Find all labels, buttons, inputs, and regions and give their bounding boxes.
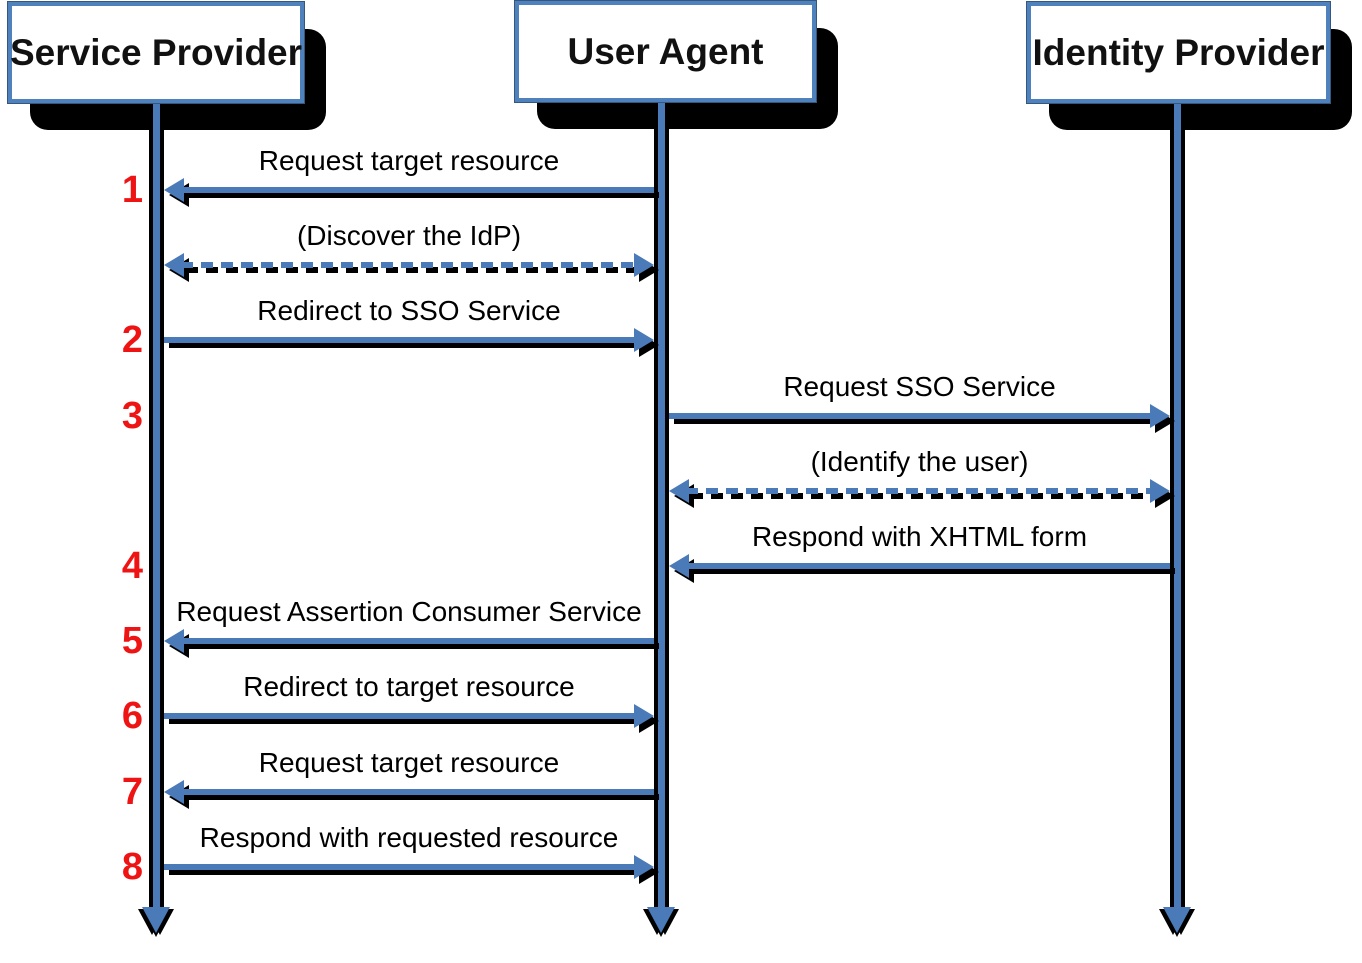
lifeline-end-arrow-icon [142, 907, 170, 933]
arrowhead-right-icon [634, 328, 654, 352]
message-arrow [164, 629, 654, 656]
message-label: (Identify the user) [810, 446, 1029, 477]
message-line [164, 713, 637, 719]
message-row: (Identify the user) [669, 444, 1170, 506]
message-arrow [669, 404, 1170, 431]
step-number: 8 [121, 846, 143, 888]
message-row: Respond with XHTML form [669, 519, 1170, 581]
message-arrow [164, 704, 654, 731]
step-number: 4 [121, 545, 143, 587]
message-arrow [669, 554, 1170, 581]
message-label: Redirect to target resource [243, 671, 575, 702]
step-number: 5 [121, 620, 143, 662]
arrowhead-right-icon [634, 253, 654, 277]
message-label: Respond with requested resource [199, 822, 619, 853]
message-arrow [164, 780, 654, 807]
message-label: Request target resource [258, 145, 560, 176]
lifeline-user-agent [647, 101, 675, 933]
lifeline-end-arrow-icon [1163, 907, 1191, 933]
message-label: Respond with XHTML form [751, 521, 1088, 552]
arrowhead-right-icon [1150, 479, 1170, 503]
message-label: Request Assertion Consumer Service [176, 596, 642, 627]
message-arrow [164, 855, 654, 882]
arrowhead-left-icon [164, 178, 184, 202]
lifeline-line [1174, 101, 1181, 907]
arrowhead-right-icon [634, 855, 654, 879]
message-arrow [164, 328, 654, 355]
message-row: Request SSO Service [669, 369, 1170, 431]
message-label: Redirect to SSO Service [257, 295, 561, 326]
arrowhead-right-icon [1150, 404, 1170, 428]
message-row: Request Assertion Consumer Service [164, 594, 654, 656]
step-number: 1 [121, 169, 143, 211]
message-row: Request target resource [164, 745, 654, 807]
arrowhead-left-icon [669, 479, 689, 503]
message-label: (Discover the IdP) [296, 220, 522, 251]
lifeline-identity-provider [1163, 101, 1191, 933]
step-number: 2 [121, 319, 143, 361]
message-label: Request target resource [258, 747, 560, 778]
message-line [669, 413, 1153, 419]
message-row: Redirect to SSO Service [164, 293, 654, 355]
actor-box: Identity Provider [1027, 2, 1330, 103]
message-line [181, 789, 654, 795]
arrowhead-right-icon [634, 704, 654, 728]
message-line [686, 488, 1153, 494]
actor-title: Service Provider [9, 31, 303, 73]
message-line [164, 337, 637, 343]
arrowhead-left-icon [669, 554, 689, 578]
message-arrow [164, 253, 654, 280]
step-number: 3 [121, 395, 143, 437]
message-line [686, 563, 1170, 569]
message-line [181, 262, 637, 268]
message-label: Request SSO Service [783, 371, 1056, 402]
lifeline-service-provider [142, 101, 170, 933]
actor-title: User Agent [567, 30, 764, 72]
message-row: Request target resource [164, 143, 654, 205]
arrowhead-left-icon [164, 629, 184, 653]
message-row: Redirect to target resource [164, 669, 654, 731]
lifeline-end-arrow-icon [647, 907, 675, 933]
message-line [164, 864, 637, 870]
actor-title: Identity Provider [1032, 31, 1325, 73]
lifeline-line [153, 101, 160, 907]
message-arrow [669, 479, 1170, 506]
message-line [181, 187, 654, 193]
message-arrow [164, 178, 654, 205]
step-number: 7 [121, 771, 143, 813]
arrowhead-left-icon [164, 780, 184, 804]
message-row: Respond with requested resource [164, 820, 654, 882]
step-number: 6 [121, 695, 143, 737]
lifeline-line [658, 101, 665, 907]
message-line [181, 638, 654, 644]
actor-box: Service Provider [8, 2, 304, 103]
actor-box: User Agent [515, 1, 816, 102]
arrowhead-left-icon [164, 253, 184, 277]
message-row: (Discover the IdP) [164, 218, 654, 280]
